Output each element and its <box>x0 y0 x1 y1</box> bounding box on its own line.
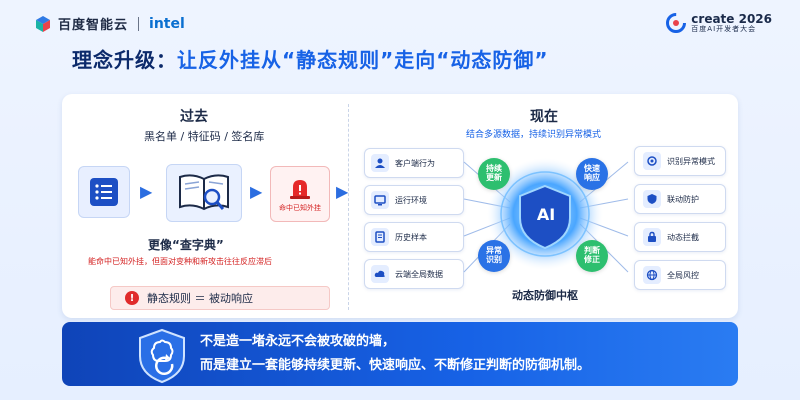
page-title-lead: 理念升级： <box>72 48 177 72</box>
event-title: create 2026 <box>691 12 772 27</box>
banner-line-2: 而是建立一套能够持续更新、快速响应、不断修正判断的防御机制。 <box>200 358 591 373</box>
arrow-right-icon: ▶ <box>140 182 153 201</box>
output-item: 识别异常模式 <box>634 146 726 176</box>
document-icon <box>371 228 389 246</box>
source-label: 客户端行为 <box>395 158 435 168</box>
page-title: 理念升级：让反外挂从“静态规则”走向“动态防御” <box>72 44 549 73</box>
static-rule-text: 静态规则 ＝ 被动响应 <box>147 292 253 305</box>
past-description: 能命中已知外挂，但面对变种和新攻击往往反应滞后 <box>88 257 272 266</box>
page-title-rest: 让反外挂从“静态规则”走向“动态防御” <box>177 48 549 72</box>
brand-header: 百度智能云 intel <box>34 14 185 33</box>
ai-core-label: AI <box>536 205 556 224</box>
scan-icon <box>643 152 661 170</box>
output-label: 联动防护 <box>667 194 699 204</box>
bubble-judgment-correct: 判断修正 <box>576 240 608 272</box>
cloud-icon <box>371 265 389 283</box>
source-label: 云端全局数据 <box>395 269 443 279</box>
lock-icon <box>643 228 661 246</box>
output-label: 识别异常模式 <box>667 156 715 166</box>
past-subtitle: 黑名单 / 特征码 / 签名库 <box>144 130 265 143</box>
brand-name: 百度智能云 <box>58 18 129 33</box>
baidu-cloud-logo-icon <box>36 15 50 32</box>
event-subtitle: 百度AI开发者大会 <box>691 24 757 33</box>
output-item: 全局风控 <box>634 260 726 290</box>
output-item: 动态拦截 <box>634 222 726 252</box>
list-icon <box>90 178 118 206</box>
bubble-continuous-update: 持续更新 <box>478 158 510 190</box>
source-item: 历史样本 <box>364 222 464 252</box>
event-logo: create 2026 百度AI开发者大会 <box>665 12 772 34</box>
arrow-right-icon: ▶ <box>336 182 349 201</box>
source-item: 云端全局数据 <box>364 259 464 289</box>
source-label: 历史样本 <box>395 232 427 242</box>
now-subtitle: 结合多源数据，持续识别异常模式 <box>466 130 602 140</box>
book-box <box>166 164 242 222</box>
alarm-box: 命中已知外挂 <box>270 166 330 222</box>
output-label: 全局风控 <box>667 270 699 280</box>
globe-icon <box>643 266 661 284</box>
panel-divider <box>348 104 349 310</box>
hub-label: 动态防御中枢 <box>512 289 578 302</box>
source-item: 运行环境 <box>364 185 464 215</box>
brand-separator <box>138 16 140 31</box>
list-box <box>78 166 130 218</box>
user-icon <box>371 154 389 172</box>
monitor-icon <box>371 191 389 209</box>
brain-shield-icon <box>139 328 185 384</box>
create-c-icon <box>666 13 687 33</box>
now-title: 现在 <box>530 109 558 125</box>
bubble-fast-response: 快速响应 <box>576 158 608 190</box>
arrow-right-icon: ▶ <box>250 182 263 201</box>
source-label: 运行环境 <box>395 195 427 205</box>
past-title: 过去 <box>180 109 208 125</box>
alarm-label: 命中已知外挂 <box>279 203 321 212</box>
partner-logo: intel <box>149 15 185 32</box>
dictionary-search-icon <box>179 174 229 211</box>
output-label: 动态拦截 <box>667 232 699 242</box>
warning-icon: ! <box>125 291 139 305</box>
static-rule-box: ! 静态规则 ＝ 被动响应 <box>110 286 330 310</box>
banner-line-1: 不是造一堵永远不会被攻破的墙， <box>200 334 396 349</box>
like-dictionary-label: 更像“查字典” <box>148 238 224 252</box>
shield-icon <box>643 190 661 208</box>
bubble-anomaly-detect: 异常识别 <box>478 240 510 272</box>
alarm-siren-icon <box>290 179 310 199</box>
output-item: 联动防护 <box>634 184 726 214</box>
source-item: 客户端行为 <box>364 148 464 178</box>
